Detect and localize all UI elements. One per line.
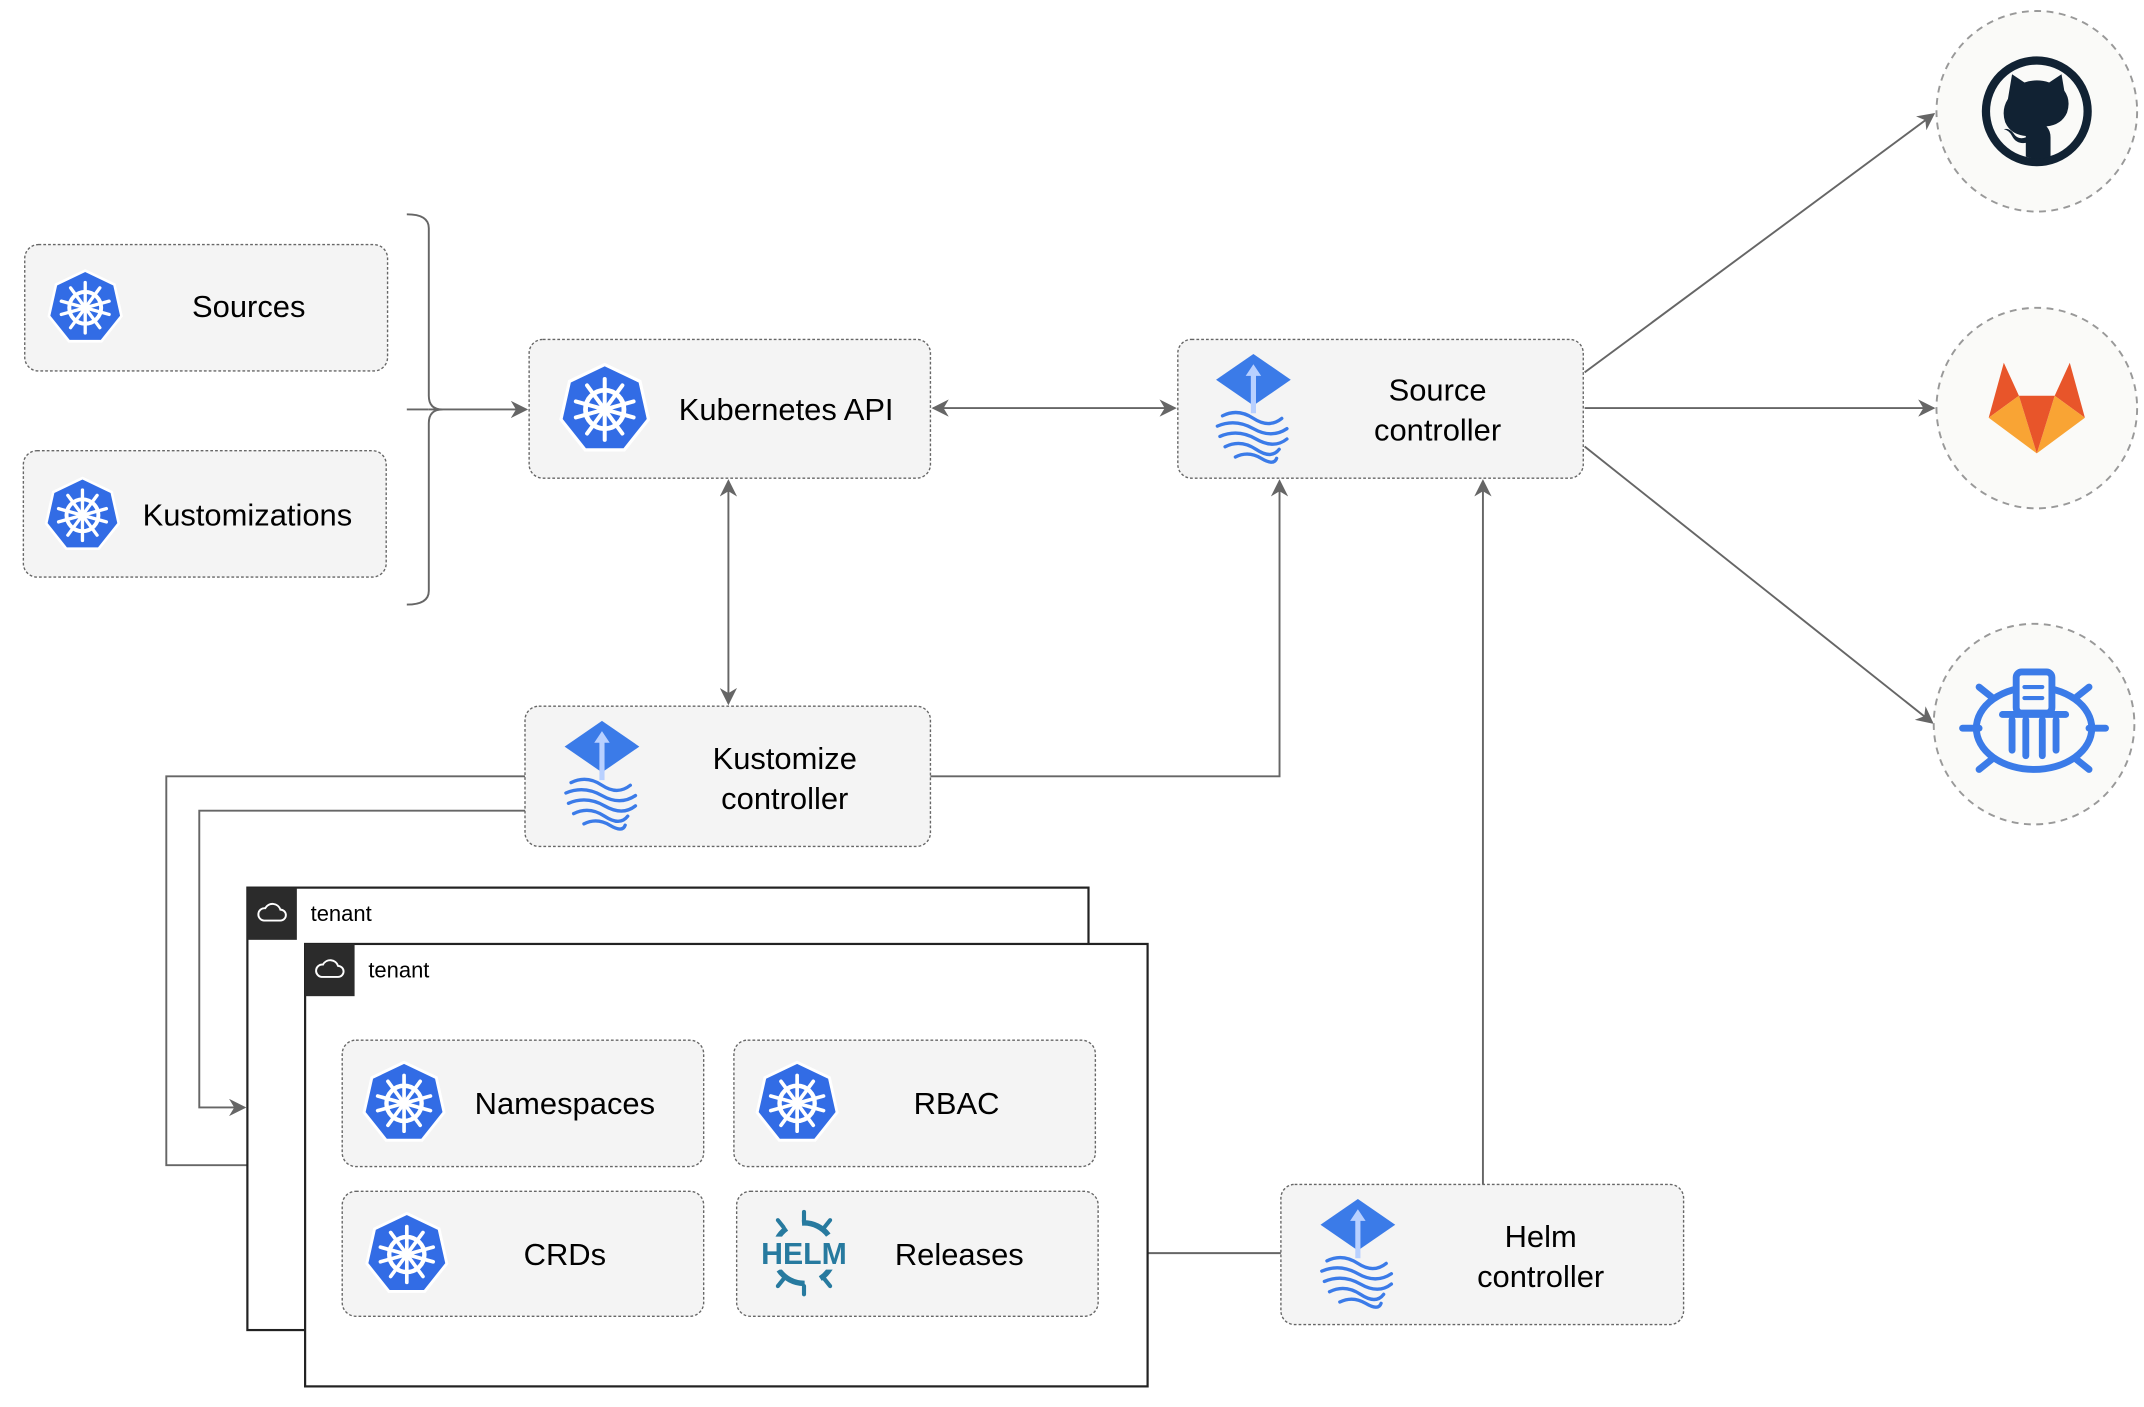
- edge-kustomize-to-tenant-front: [165, 775, 526, 1174]
- edge-kustomize-to-source-controller: [930, 479, 1289, 778]
- edge-source-to-bucket: [1584, 445, 1934, 724]
- node-helm-controller[interactable]: Helm controller: [1280, 1183, 1685, 1326]
- sources-label: Sources: [192, 289, 305, 324]
- brace: [406, 213, 443, 606]
- github-node[interactable]: [1935, 10, 2139, 213]
- rbac-label: RBAC: [914, 1086, 1000, 1121]
- kustomize-controller-label-1: Kustomize: [713, 741, 857, 776]
- helm-logo-text: HELM: [761, 1238, 847, 1271]
- kustomize-controller-label-2: controller: [721, 781, 848, 816]
- github-icon: [1981, 56, 2092, 167]
- namespaces-label: Namespaces: [475, 1086, 655, 1121]
- node-releases[interactable]: HELM Releases: [735, 1190, 1099, 1318]
- kubernetes-api-label: Kubernetes API: [679, 392, 894, 427]
- node-rbac[interactable]: RBAC: [733, 1039, 1097, 1168]
- bucket-node[interactable]: [1932, 622, 2136, 826]
- tenant-label: tenant: [311, 901, 372, 926]
- gitlab-node[interactable]: [1935, 306, 2139, 510]
- node-kustomizations[interactable]: Kustomizations: [22, 449, 387, 578]
- crds-label: CRDs: [524, 1237, 606, 1272]
- helm-icon: HELM: [758, 1209, 850, 1297]
- node-kustomize-controller[interactable]: Kustomize controller: [524, 705, 932, 848]
- node-crds[interactable]: CRDs: [341, 1190, 705, 1318]
- source-controller-label-2: controller: [1374, 413, 1501, 448]
- source-controller-label-1: Source: [1389, 373, 1487, 408]
- node-kubernetes-api[interactable]: Kubernetes API: [528, 338, 932, 479]
- bucket-icon: [1959, 668, 2109, 773]
- releases-label: Releases: [895, 1237, 1024, 1272]
- helm-controller-label-1: Helm: [1505, 1219, 1577, 1254]
- kustomizations-label: Kustomizations: [143, 498, 353, 533]
- edge-kustomize-to-tenant-back: [198, 809, 526, 1117]
- node-sources[interactable]: Sources: [24, 243, 389, 372]
- node-source-controller[interactable]: Source controller: [1177, 338, 1584, 479]
- tenant-label: tenant: [368, 958, 429, 983]
- gitlab-icon: [1988, 362, 2085, 454]
- edge-source-to-github: [1584, 113, 1936, 374]
- helm-controller-label-2: controller: [1477, 1259, 1604, 1294]
- node-namespaces[interactable]: Namespaces: [341, 1039, 705, 1168]
